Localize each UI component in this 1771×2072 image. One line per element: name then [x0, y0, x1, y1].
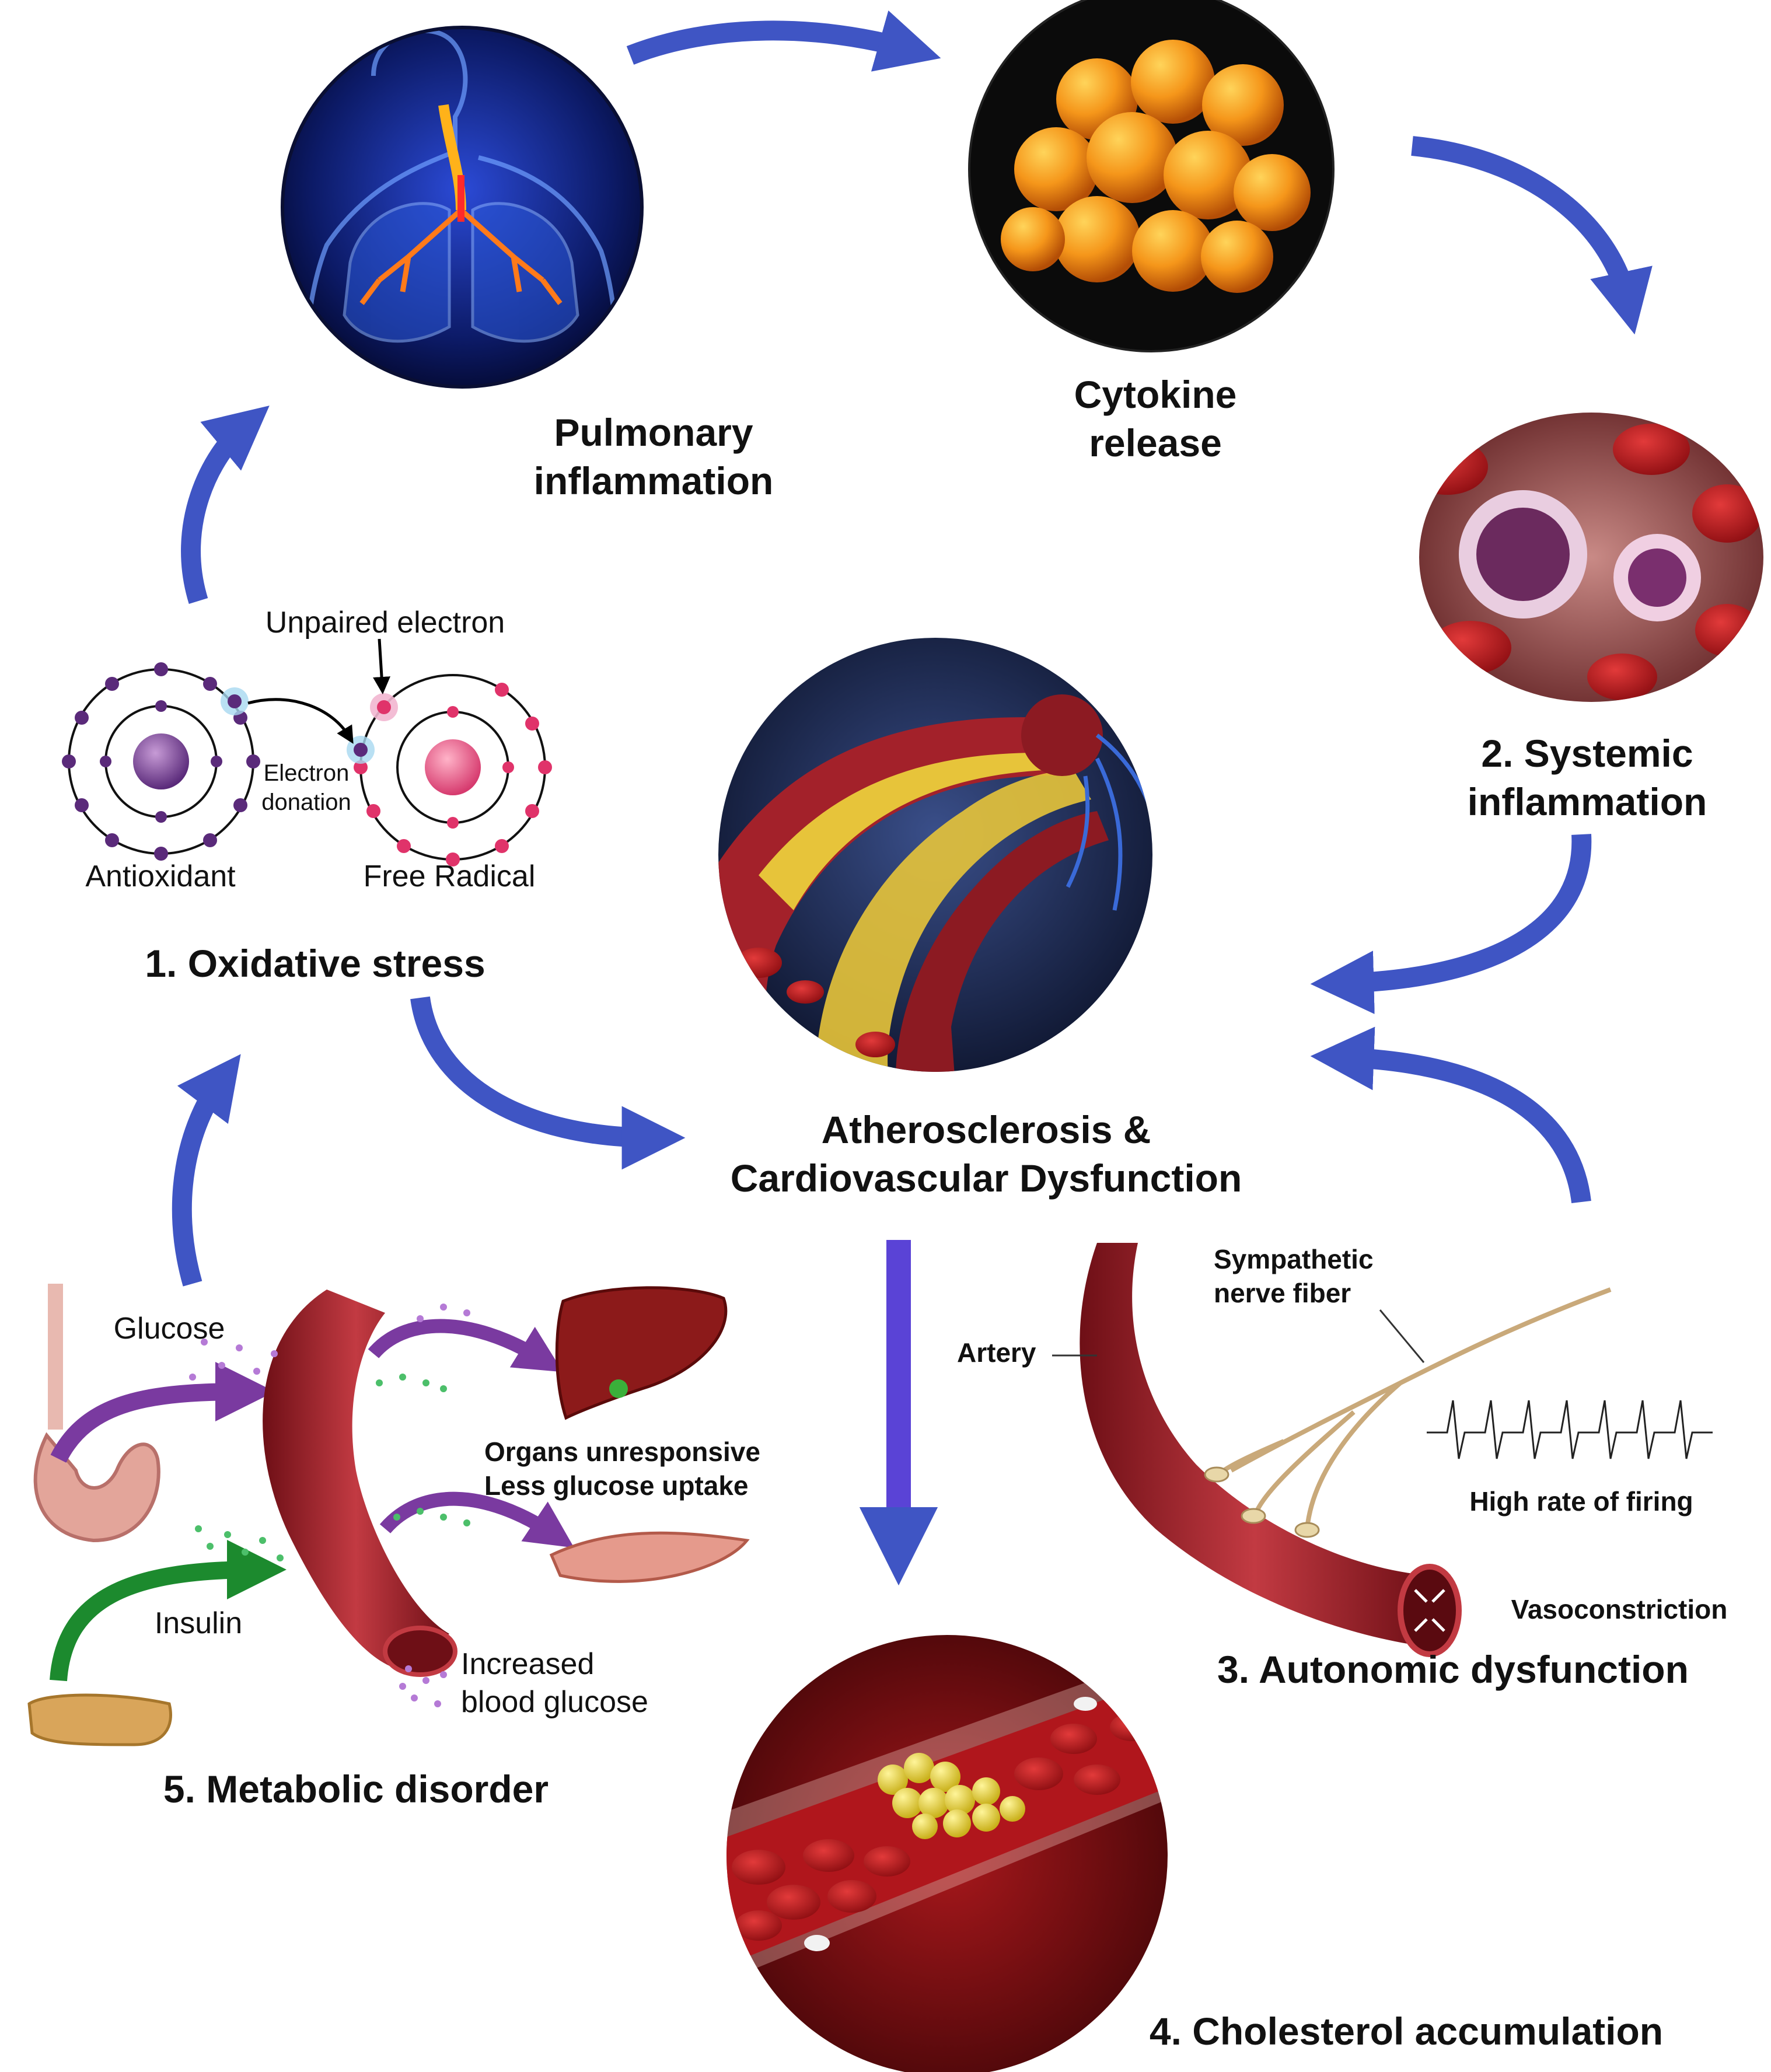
vasoconstriction-arrows — [1414, 1589, 1445, 1632]
free-radical-electrons — [354, 683, 552, 866]
electron-donation-line1: Electron — [263, 760, 350, 786]
cytokine-line1: Cytokine — [1074, 373, 1237, 416]
firing-label: High rate of firing — [1469, 1486, 1693, 1517]
glucose-label: Glucose — [113, 1312, 225, 1346]
pulmonary-label: Pulmonary inflammation — [484, 408, 823, 505]
arrow-cytokine-to-systemic — [1411, 136, 1653, 335]
autonomic-dysfunction-label: 3. Autonomic dysfunction — [1217, 1648, 1689, 1691]
arrow-oxidative-to-pulmonary — [181, 406, 270, 604]
liver-arrow — [368, 1319, 563, 1372]
atherosclerosis-image — [718, 638, 1152, 1072]
arrow-pulmonary-to-cytokine — [626, 10, 941, 72]
center-label: Atherosclerosis & Cardiovascular Dysfunc… — [677, 1106, 1295, 1202]
muscle-arrow — [379, 1491, 574, 1548]
cholesterol-image — [726, 1635, 1168, 2072]
increased-line1: Increased — [461, 1647, 595, 1681]
pulmonary-line2: inflammation — [533, 459, 774, 502]
cytokine-label: Cytokine release — [1021, 371, 1290, 467]
firing-trace — [1427, 1400, 1713, 1459]
increased-line2: blood glucose — [461, 1685, 648, 1719]
metabolic-disorder-label: 5. Metabolic disorder — [163, 1767, 549, 1811]
systemic-line2: inflammation — [1467, 780, 1707, 823]
sympathetic-line1: Sympathetic — [1214, 1244, 1374, 1274]
autonomic-panel-art — [1052, 1243, 1713, 1657]
arrow-metabolic-to-oxidative — [172, 1054, 241, 1287]
muscle — [549, 1531, 750, 1583]
sympathetic-label: Sympathetic nerve fiber — [1214, 1243, 1412, 1310]
electron-donation-arrow — [247, 698, 354, 744]
insulin-dots — [195, 1374, 470, 1561]
oxidative-stress-label: 1. Oxidative stress — [145, 942, 485, 985]
metabolic-panel-art — [27, 1284, 750, 1746]
unpaired-electron-label: Unpaired electron — [265, 606, 505, 640]
sympathetic-nerve — [1211, 1287, 1612, 1529]
insulin-arrow — [50, 1540, 287, 1682]
cycle-arrows — [172, 10, 1653, 1586]
glucose-arrow — [50, 1362, 275, 1463]
systemic-line1: 2. Systemic — [1481, 732, 1693, 775]
arrow-autonomic-to-center — [1310, 1026, 1591, 1204]
organs-line2: Less glucose uptake — [484, 1470, 749, 1501]
cholesterol-label: 4. Cholesterol accumulation — [1149, 2010, 1664, 2053]
blood-vessel — [263, 1290, 449, 1669]
free-radical-label: Free Radical — [363, 859, 536, 893]
electron-donation-line2: donation — [261, 789, 351, 815]
free-radical-nucleus — [425, 739, 481, 795]
pulmonary-image — [281, 26, 644, 389]
center-line1: Atherosclerosis & — [821, 1108, 1151, 1151]
sympathetic-line2: nerve fiber — [1214, 1277, 1351, 1308]
glucose-dots — [189, 1304, 470, 1707]
antioxidant-nucleus — [133, 733, 189, 789]
cytokine-image — [968, 0, 1335, 352]
organs-line1: Organs unresponsive — [484, 1437, 760, 1467]
unpaired-electron-arrow — [373, 638, 391, 694]
vasoconstriction-label: Vasoconstriction — [1511, 1594, 1728, 1624]
liver — [555, 1286, 728, 1420]
artery-opening — [1398, 1564, 1462, 1657]
insulin-label: Insulin — [154, 1606, 243, 1640]
electron-donation-label: Electron donation — [254, 759, 359, 817]
nerve-leader — [1379, 1309, 1425, 1363]
increased-glucose-label: Increased blood glucose — [461, 1645, 706, 1721]
arrow-systemic-to-center — [1310, 834, 1592, 1015]
systemic-image — [1419, 413, 1763, 702]
antioxidant-label: Antioxidant — [85, 859, 236, 893]
organs-label: Organs unresponsive Less glucose uptake — [484, 1435, 764, 1503]
oxidative-panel-art — [62, 638, 552, 866]
arrow-oxidative-to-center — [410, 996, 686, 1170]
artery-label: Artery — [957, 1337, 1036, 1368]
center-line2: Cardiovascular Dysfunction — [730, 1156, 1242, 1200]
artery — [1080, 1243, 1430, 1645]
systemic-label: 2. Systemic inflammation — [1424, 729, 1751, 826]
cytokine-line2: release — [1089, 421, 1222, 464]
pancreas — [27, 1693, 172, 1746]
pulmonary-line1: Pulmonary — [554, 411, 753, 454]
